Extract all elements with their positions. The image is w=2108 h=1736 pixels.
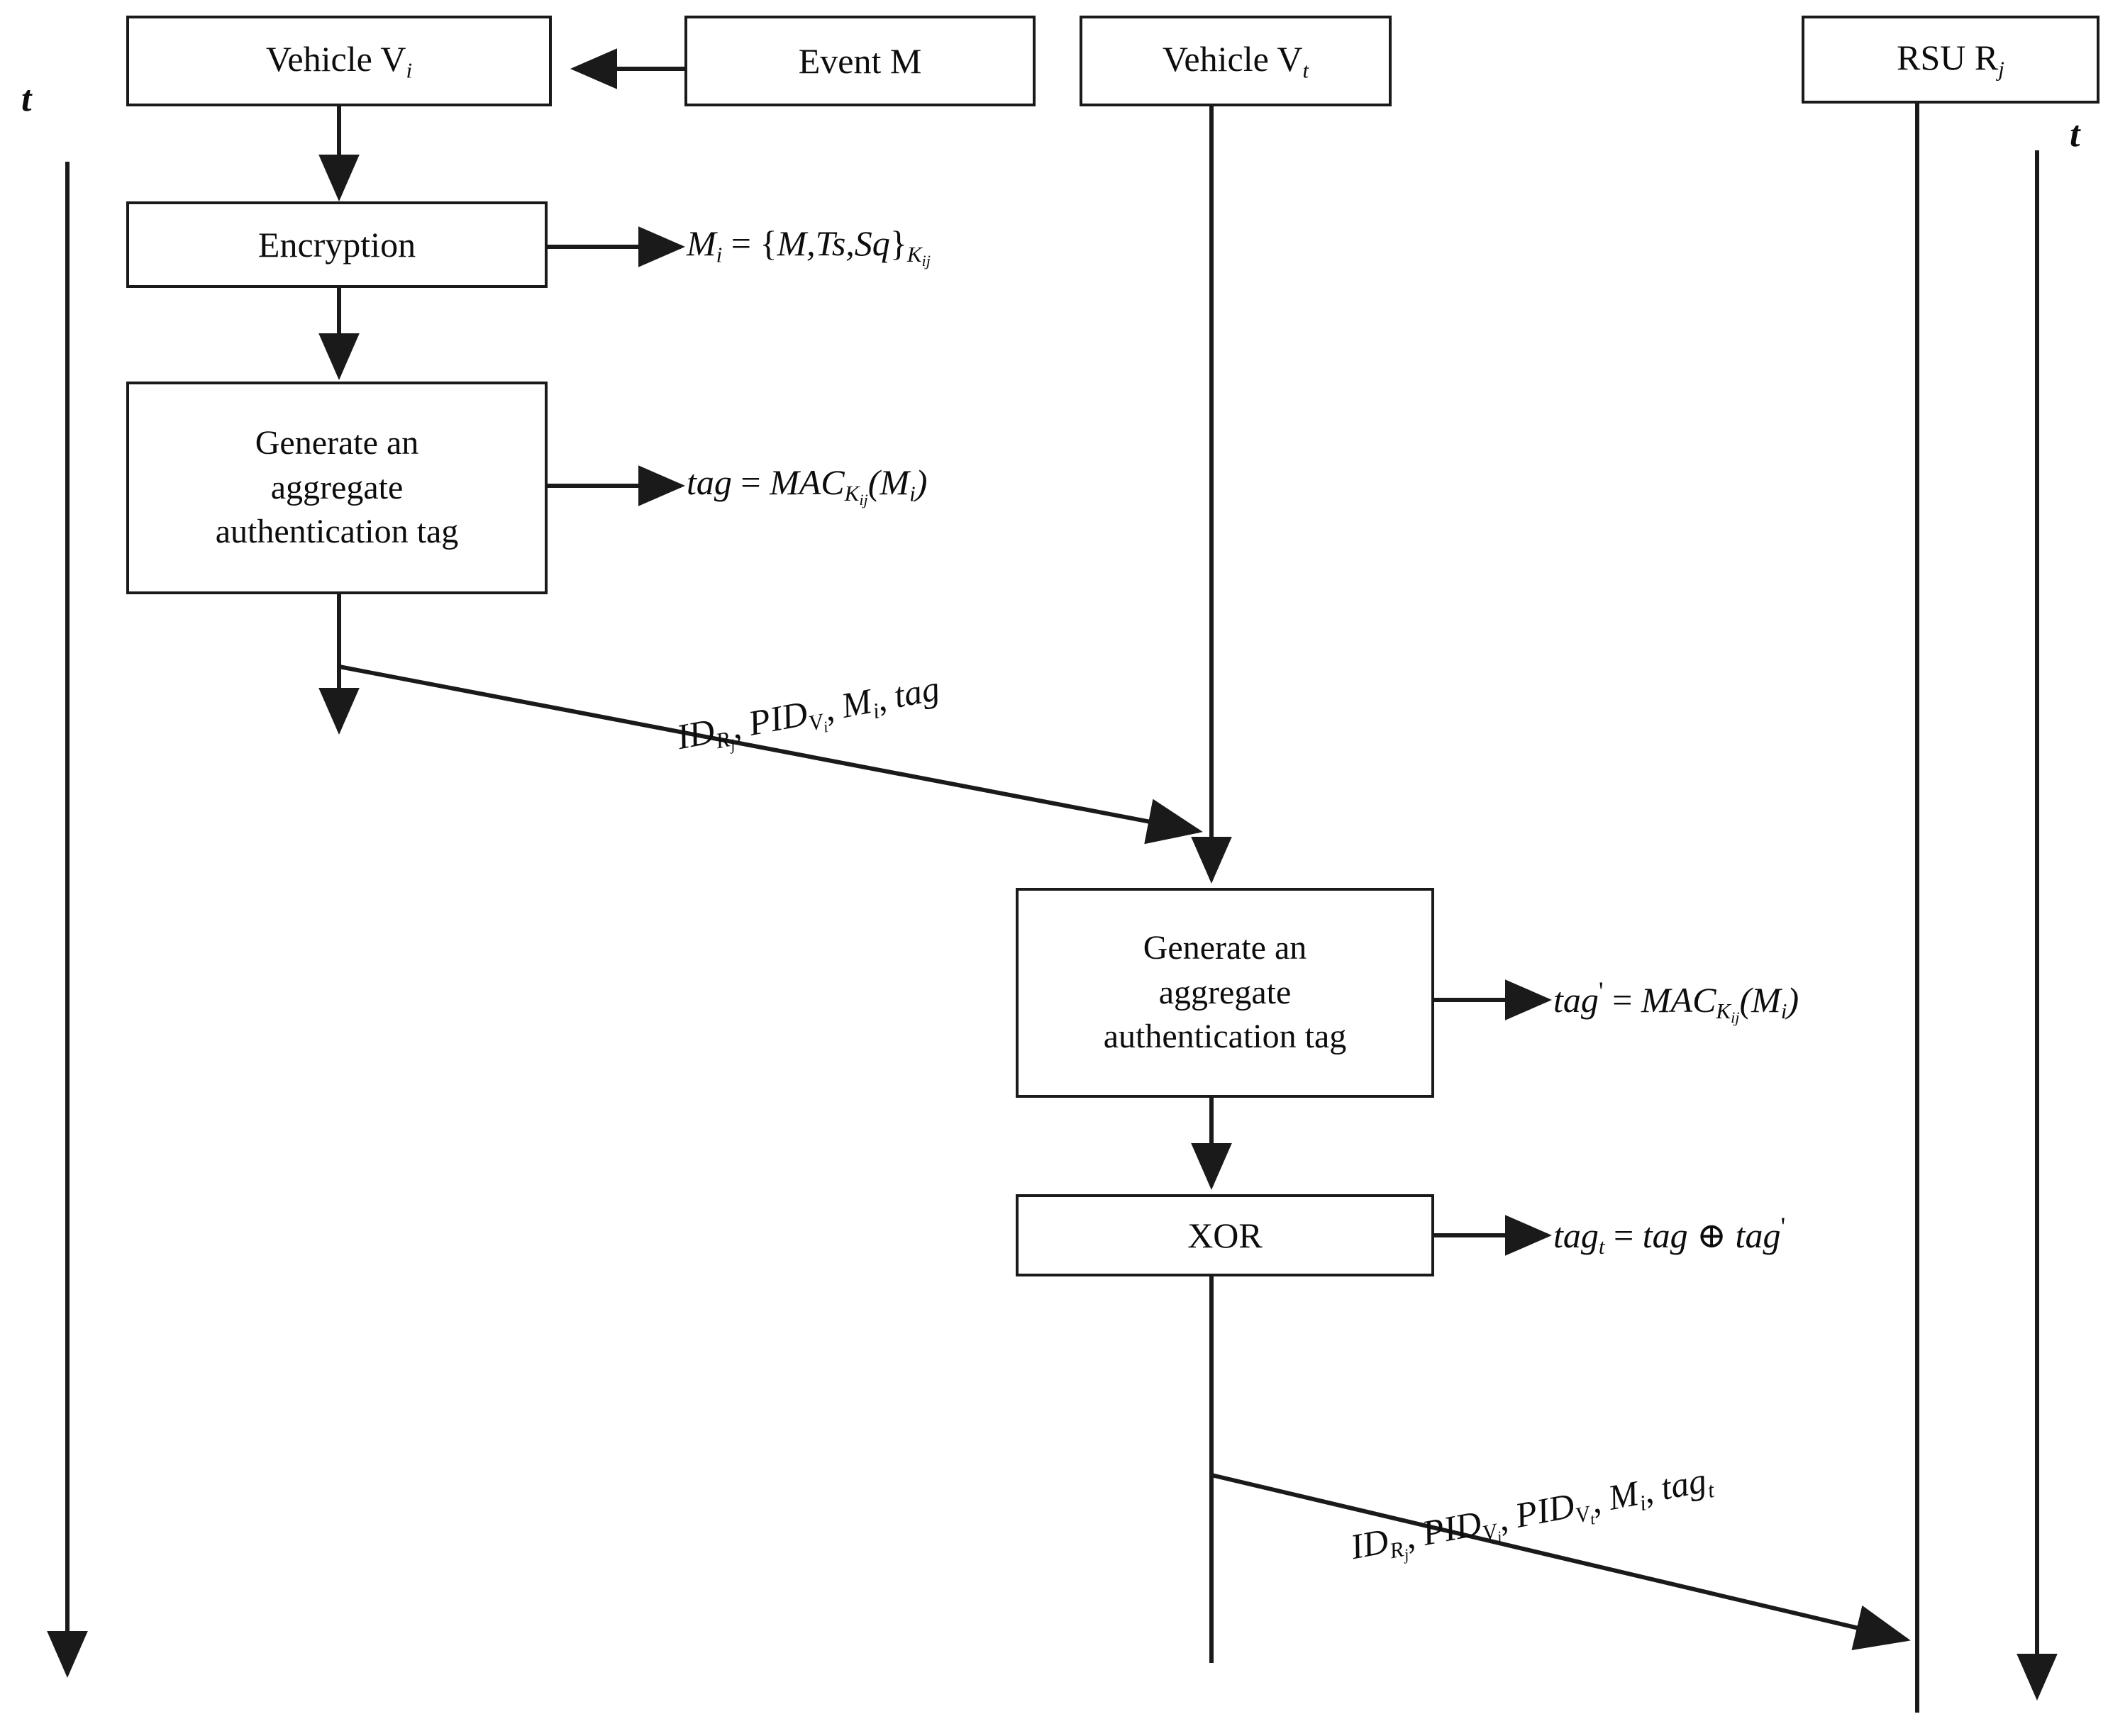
gen-tag-left-line3: authentication tag xyxy=(215,513,459,551)
right-time-axis-label: t xyxy=(2070,114,2080,155)
box-generate-aggregate-tag-vt[interactable]: Generate an aggregate authentication tag xyxy=(1016,888,1434,1098)
enc-eq: = { xyxy=(722,223,777,263)
tagvt-arg: (M xyxy=(1739,979,1781,1020)
tagvi-arg: (M xyxy=(867,462,910,502)
tagvt-key-sub: Kij xyxy=(1716,998,1740,1027)
box-event-m-label: Event M xyxy=(798,40,922,81)
box-event-m[interactable]: Event M xyxy=(684,16,1036,106)
enc-lhs-sub: i xyxy=(716,242,723,267)
msg2-pid-vi: PID xyxy=(1419,1503,1485,1553)
tagxor-lhs-sub: t xyxy=(1598,1234,1605,1259)
tagvi-fn: MAC xyxy=(770,462,845,502)
gen-tag-mid-line2: aggregate xyxy=(1158,973,1292,1011)
box-encryption[interactable]: Encryption xyxy=(126,201,548,288)
message-label-vi-to-vt: IDRj, PIDVi, Mi, tag xyxy=(673,667,943,757)
box-generate-aggregate-tag-vi-label: Generate an aggregate authentication tag xyxy=(216,421,459,554)
tagxor-operator: ⊕ xyxy=(1687,1215,1736,1255)
box-vehicle-vi[interactable]: Vehicle Vi xyxy=(126,16,552,106)
left-time-axis-label: t xyxy=(21,79,32,119)
tagvi-lhs: tag xyxy=(687,462,732,502)
formula-encryption-output: Mi = {M,Ts,Sq}Kij xyxy=(687,226,931,269)
tagvi-arg-sub: i xyxy=(909,481,916,506)
gen-tag-mid-line1: Generate an xyxy=(1143,929,1307,967)
tagvt-fn: MAC xyxy=(1641,979,1716,1020)
tagvi-key-sub: Kij xyxy=(844,481,868,509)
msg1-pid: PID xyxy=(745,693,811,743)
formula-tag-prime-vt: tag' = MACKij(Mi) xyxy=(1553,979,1799,1026)
msg2-pid-vt: PID xyxy=(1511,1485,1578,1535)
msg2-m: M xyxy=(1604,1473,1642,1518)
enc-close: } xyxy=(889,223,907,263)
tagvt-arg-close: ) xyxy=(1787,979,1799,1020)
tagvi-eq: = xyxy=(731,462,770,502)
message-label-vt-to-rsu-plain: ID_{R_j}, PID_{V_i}, PID_{V_t}, M_i, tag… xyxy=(0,0,1,1)
tagvi-arg-close: ) xyxy=(915,462,928,502)
tagxor-op1: tag xyxy=(1642,1215,1688,1255)
tagvt-prime: ' xyxy=(1598,977,1604,1006)
box-rsu-rj-label: RSU Rj xyxy=(1897,38,2004,82)
tagvt-eq: = xyxy=(1603,979,1641,1020)
box-generate-aggregate-tag-vi[interactable]: Generate an aggregate authentication tag xyxy=(126,382,548,594)
box-vehicle-vt-label: Vehicle Vt xyxy=(1162,39,1309,83)
msg1-id: ID xyxy=(673,711,718,757)
box-encryption-label: Encryption xyxy=(257,224,416,265)
box-vehicle-vt[interactable]: Vehicle Vt xyxy=(1080,16,1392,106)
enc-key-sub: Kij xyxy=(906,242,931,270)
formula-tag-vi: tag = MACKij(Mi) xyxy=(687,464,927,508)
tagxor-prime: ' xyxy=(1780,1213,1786,1242)
box-xor[interactable]: XOR xyxy=(1016,1194,1434,1276)
enc-lhs: M xyxy=(687,223,716,263)
tagvt-arg-sub: i xyxy=(1780,998,1787,1024)
tagxor-op2: tag xyxy=(1735,1215,1781,1255)
gen-tag-left-line1: Generate an xyxy=(255,424,419,462)
gen-tag-mid-line3: authentication tag xyxy=(1103,1018,1347,1056)
message-label-vt-to-rsu: IDRj, PIDVi, PIDVt, Mi, tagt xyxy=(1347,1459,1716,1567)
message-label-vi-to-vt-plain: ID_{R_j}, PID_{V_i}, M_i, tag xyxy=(0,0,1,1)
tagxor-lhs: tag xyxy=(1553,1215,1599,1255)
box-generate-aggregate-tag-vt-label: Generate an aggregate authentication tag xyxy=(1104,926,1347,1059)
box-vehicle-vi-label: Vehicle Vi xyxy=(265,39,413,83)
msg1-m: M xyxy=(838,681,875,725)
gen-tag-left-line2: aggregate xyxy=(270,468,404,506)
tagxor-eq: = xyxy=(1604,1215,1643,1255)
formula-tag-xor: tagt = tag ⊕ tag' xyxy=(1553,1214,1785,1257)
enc-body: M,Ts,Sq xyxy=(777,223,890,263)
box-rsu-rj[interactable]: RSU Rj xyxy=(1802,16,2099,104)
tagvt-lhs: tag xyxy=(1553,979,1599,1020)
msg2-id: ID xyxy=(1347,1520,1392,1567)
message-arrow-vi-to-vt xyxy=(338,664,1203,845)
msg2-tag: tag xyxy=(1657,1459,1710,1508)
box-xor-label: XOR xyxy=(1187,1215,1263,1255)
msg1-tag: tag xyxy=(890,667,943,716)
